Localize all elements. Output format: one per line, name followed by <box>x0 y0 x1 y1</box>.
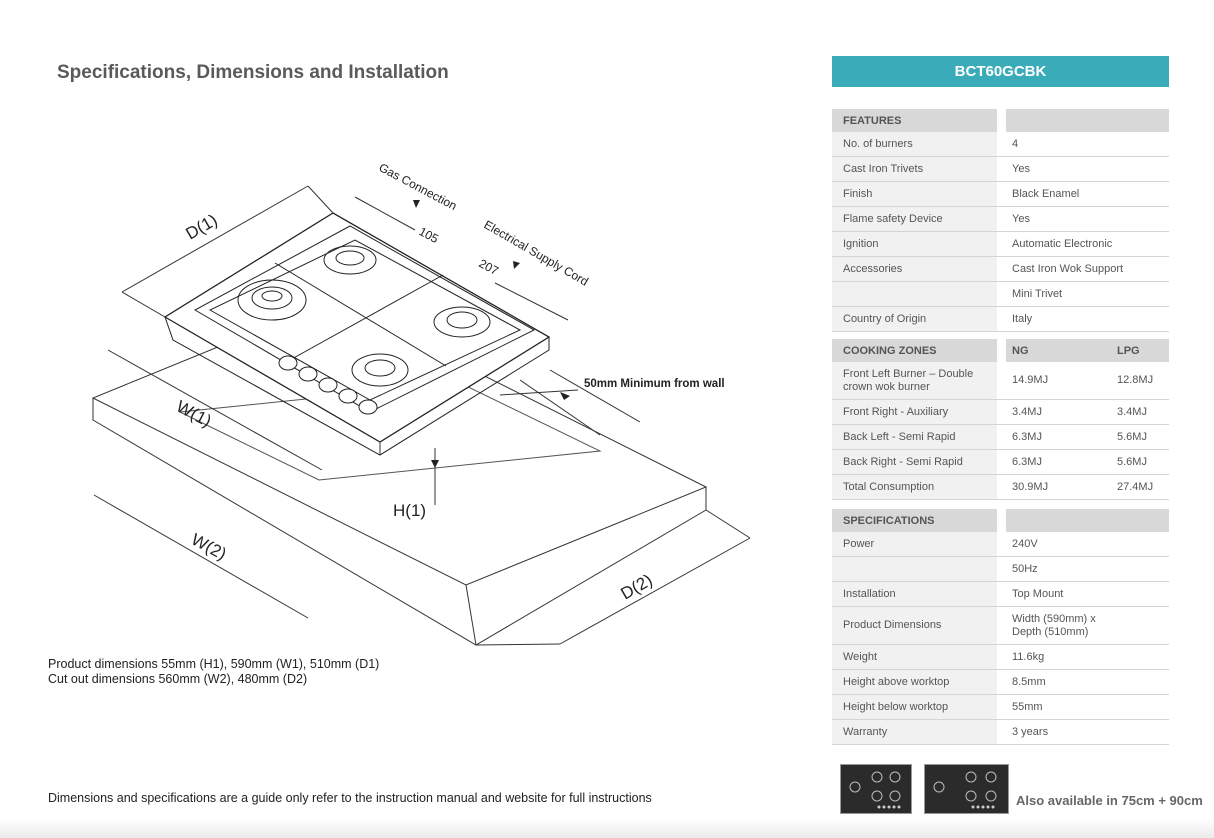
burner-back-left <box>237 279 307 321</box>
features-header: FEATURES <box>832 109 1169 132</box>
cutout-dimensions-line: Cut out dimensions 560mm (W2), 480mm (D2… <box>48 672 308 686</box>
burner-front-left <box>351 353 409 387</box>
label-207: 207 <box>477 256 502 278</box>
dim-line-elec <box>494 282 569 321</box>
installation-diagram: Gas Connection Electrical Supply Cord 10… <box>91 160 751 646</box>
dim-line-gas <box>354 196 416 231</box>
label-105: 105 <box>417 224 442 246</box>
label-electrical-supply-cord: Electrical Supply Cord <box>482 217 591 288</box>
model-number-banner: BCT60GCBK <box>832 56 1169 87</box>
specifications-header: SPECIFICATIONS <box>832 509 1169 532</box>
dim-line-w1 <box>107 349 323 471</box>
dim-line-w2 <box>93 494 309 619</box>
label-wall-distance: 50mm Minimum from wall <box>584 378 725 390</box>
label-gas-connection: Gas Connection <box>377 160 460 213</box>
page-title: Specifications, Dimensions and Installat… <box>57 62 449 83</box>
dim-line-d1 <box>121 185 309 293</box>
cooktop-75cm-thumbnail <box>840 764 912 814</box>
bottom-strip <box>0 818 1214 838</box>
table-row: Mini Trivet <box>832 282 1169 307</box>
burner-back-right <box>323 245 377 275</box>
also-available-text: Also available in 75cm + 90cm <box>1016 793 1203 808</box>
table-row: 50Hz <box>832 557 1169 582</box>
label-w2: W(2) <box>188 530 229 564</box>
label-d2: D(2) <box>618 570 656 603</box>
product-dimensions-line: Product dimensions 55mm (H1), 590mm (W1)… <box>48 657 380 671</box>
control-knobs <box>278 355 378 415</box>
footer-note: Dimensions and specifications are a guid… <box>48 791 652 805</box>
cooktop-90cm-thumbnail <box>924 764 1009 814</box>
dim-line-d2 <box>559 537 751 645</box>
table-row: Front Left Burner – Double crown wok bur… <box>832 362 1169 400</box>
dimensions-text: Product dimensions 55mm (H1), 590mm (W1)… <box>48 657 379 687</box>
burner-front-right <box>433 306 491 338</box>
label-h1: H(1) <box>393 501 426 520</box>
